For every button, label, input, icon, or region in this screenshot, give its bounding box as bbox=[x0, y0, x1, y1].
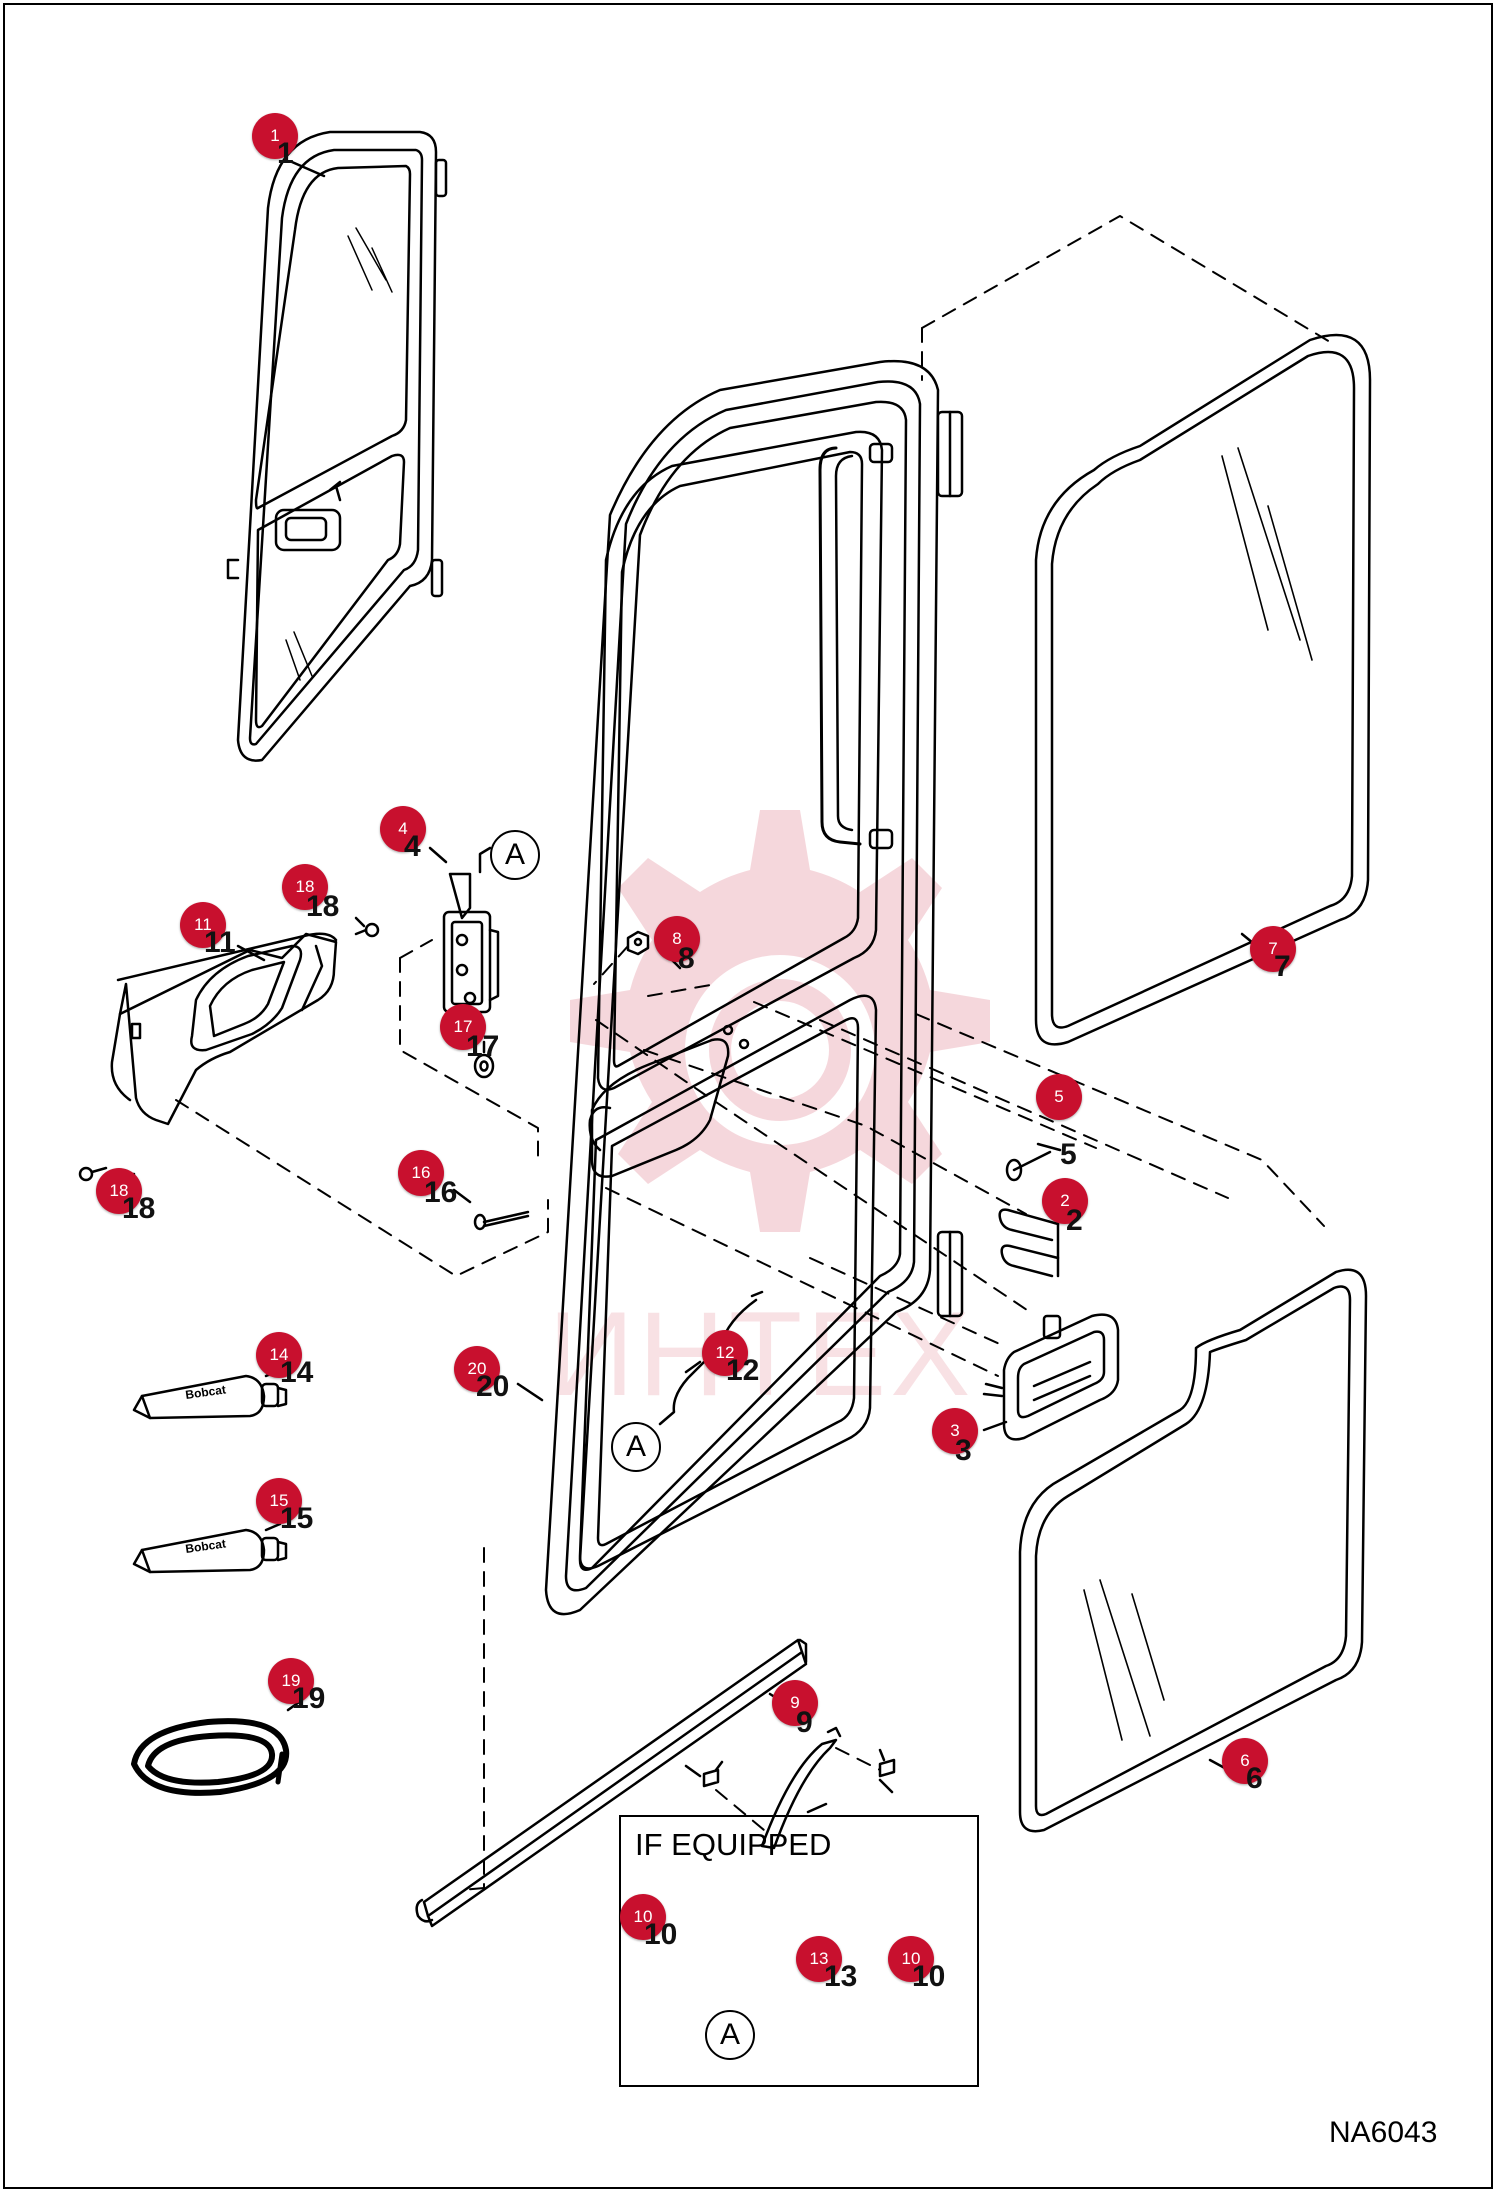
reference-a-latch: A bbox=[490, 830, 540, 880]
part-number-14: 14 bbox=[280, 1356, 314, 1389]
assembly-dashed-lines bbox=[175, 215, 1331, 1891]
latch-rod bbox=[658, 1290, 764, 1426]
part-number-10-right: 10 bbox=[912, 1960, 946, 1993]
glass-lower bbox=[1018, 1268, 1368, 1833]
callout-17[interactable]: 17 bbox=[440, 1004, 486, 1050]
door-frame-main bbox=[544, 359, 964, 1616]
part-number-6: 6 bbox=[1246, 1762, 1263, 1795]
callout-5[interactable]: 5 bbox=[1036, 1074, 1082, 1120]
inset-title: IF EQUIPPED bbox=[635, 1827, 832, 1862]
callout-11[interactable]: 11 bbox=[180, 902, 226, 948]
inset-parts bbox=[702, 1726, 896, 1850]
leader-13 bbox=[806, 1802, 828, 1814]
part-number-13: 13 bbox=[824, 1960, 858, 1993]
callout-10-right[interactable]: 10 bbox=[888, 1936, 934, 1982]
callout-4[interactable]: 4 bbox=[380, 806, 426, 852]
callout-20[interactable]: 20 bbox=[454, 1346, 500, 1392]
leader-3 bbox=[982, 1420, 1008, 1432]
part-number-12: 12 bbox=[726, 1354, 760, 1387]
bolt-16 bbox=[473, 1210, 530, 1231]
part-number-11: 11 bbox=[204, 926, 236, 959]
callout-7[interactable]: 7 bbox=[1250, 926, 1296, 972]
part-number-7: 7 bbox=[1274, 950, 1291, 983]
part-number-9: 9 bbox=[796, 1706, 813, 1739]
leader-15 bbox=[264, 1522, 282, 1532]
callout-10-left[interactable]: 10 bbox=[620, 1894, 666, 1940]
screws-18 bbox=[78, 922, 380, 1182]
interior-trim-panel bbox=[110, 932, 338, 1126]
leader-1 bbox=[290, 160, 326, 178]
callout-8[interactable]: 8 bbox=[654, 916, 700, 962]
part-number-10-left: 10 bbox=[644, 1918, 678, 1951]
part-number-18-bottom: 18 bbox=[122, 1192, 156, 1225]
leader-5 bbox=[1036, 1142, 1062, 1152]
callout-2[interactable]: 2 bbox=[1042, 1178, 1088, 1224]
leader-4 bbox=[428, 846, 448, 864]
part-number-2: 2 bbox=[1066, 1204, 1083, 1237]
callout-12[interactable]: 12 bbox=[702, 1330, 748, 1376]
u-clip bbox=[998, 1208, 1060, 1278]
nut-8 bbox=[626, 930, 650, 956]
part-number-3: 3 bbox=[955, 1434, 972, 1467]
if-equipped-inset: IF EQUIPPED bbox=[619, 1815, 979, 2087]
part-number-19: 19 bbox=[292, 1682, 326, 1715]
callout-13[interactable]: 13 bbox=[796, 1936, 842, 1982]
part-number-18-top: 18 bbox=[306, 890, 340, 923]
washer-17 bbox=[473, 1053, 495, 1079]
callout-9[interactable]: 9 bbox=[772, 1680, 818, 1726]
part-number-5: 5 bbox=[1060, 1138, 1077, 1171]
screw-5 bbox=[1005, 1150, 1052, 1182]
glass-upper bbox=[1034, 333, 1372, 1046]
leader-12 bbox=[684, 1360, 702, 1374]
diagram-frame bbox=[3, 3, 1493, 2189]
callout-15[interactable]: 15 bbox=[256, 1478, 302, 1524]
leader-10b bbox=[878, 1778, 894, 1794]
door-assembly-small bbox=[226, 130, 448, 762]
part-number-17: 17 bbox=[466, 1030, 500, 1063]
leader-11 bbox=[236, 944, 266, 962]
callout-6[interactable]: 6 bbox=[1222, 1738, 1268, 1784]
part-number-20: 20 bbox=[476, 1370, 510, 1403]
callout-16[interactable]: 16 bbox=[398, 1150, 444, 1196]
tube-brand-text-14: Bobcat bbox=[184, 1382, 226, 1402]
part-number-15: 15 bbox=[280, 1502, 314, 1535]
part-number-4: 4 bbox=[404, 830, 421, 863]
part-number-8: 8 bbox=[678, 942, 695, 975]
callout-19[interactable]: 19 bbox=[268, 1658, 314, 1704]
leader-16 bbox=[452, 1188, 472, 1204]
part-number-16: 16 bbox=[424, 1176, 458, 1209]
callout-18-bottom[interactable]: 18 bbox=[96, 1168, 142, 1214]
sealant-tube-15 bbox=[132, 1528, 288, 1574]
hose-coil-19 bbox=[131, 1718, 290, 1796]
reference-a-inset: A bbox=[705, 2010, 755, 2060]
reference-a-rod: A bbox=[611, 1422, 661, 1472]
callout-3[interactable]: 3 bbox=[932, 1408, 978, 1454]
leader-18a bbox=[354, 916, 366, 928]
callout-14[interactable]: 14 bbox=[256, 1332, 302, 1378]
callout-18-top[interactable]: 18 bbox=[282, 864, 328, 910]
callout-1[interactable]: 1 bbox=[252, 113, 298, 159]
door-latch bbox=[442, 846, 500, 1014]
exterior-handle bbox=[982, 1313, 1120, 1441]
leader-10a bbox=[684, 1764, 702, 1778]
diagram-id: NA6043 bbox=[1329, 2116, 1438, 2149]
tube-brand-text-15: Bobcat bbox=[184, 1536, 226, 1556]
leader-20 bbox=[516, 1382, 544, 1402]
seal-strip bbox=[415, 1638, 808, 1928]
sealant-tube-14 bbox=[132, 1374, 288, 1420]
part-number-1: 1 bbox=[277, 137, 294, 170]
